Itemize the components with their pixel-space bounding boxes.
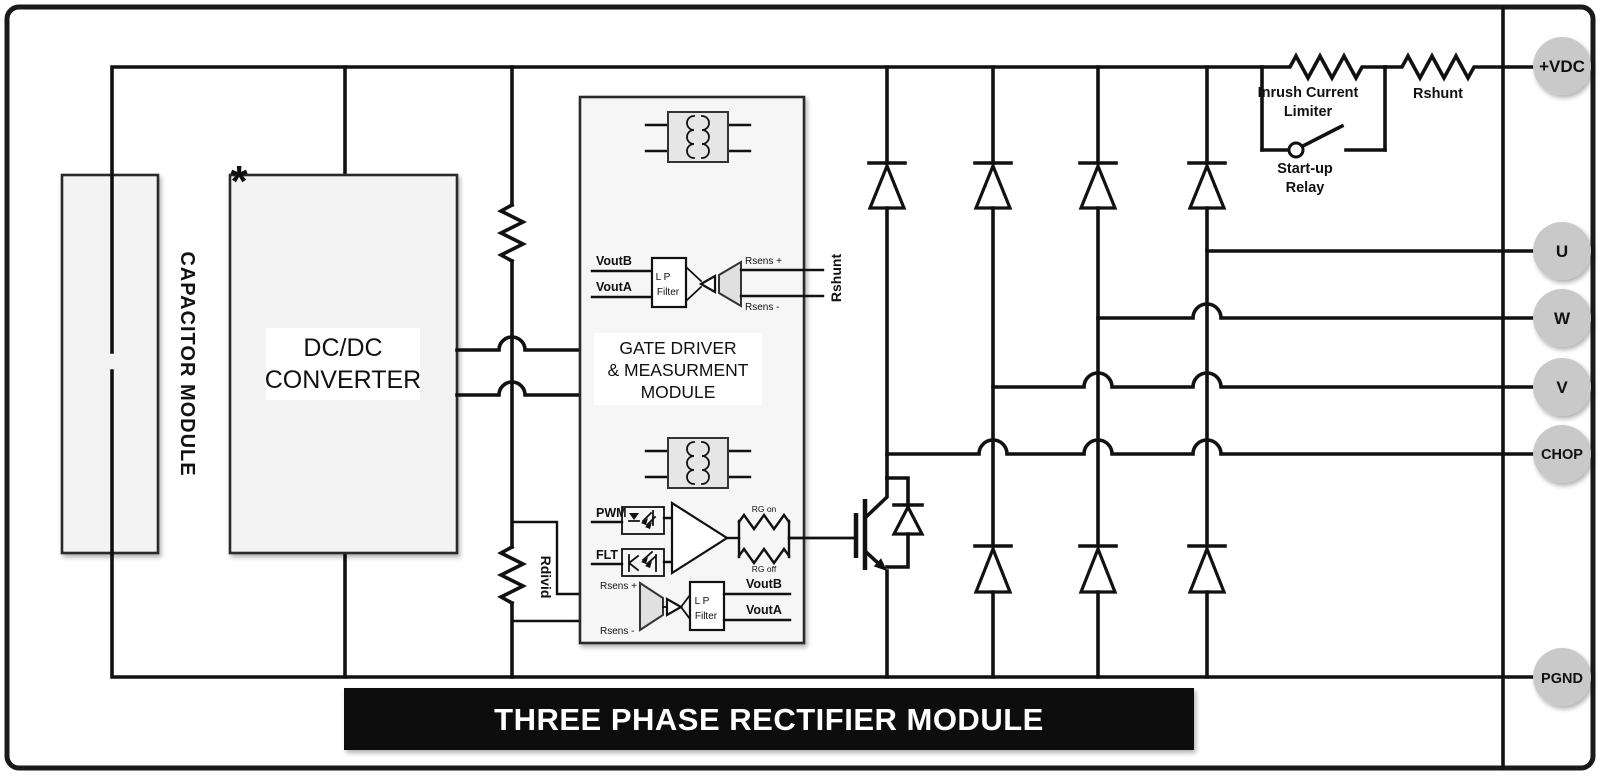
transformer-icon-top <box>644 111 752 163</box>
driver-amp-icon <box>670 500 730 576</box>
startup-relay-label-line2: Relay <box>1286 180 1325 196</box>
chop-line <box>885 438 1537 456</box>
terminal-vdc: +VDC <box>1533 37 1591 95</box>
rshunt-label: Rshunt <box>1413 86 1463 102</box>
buffer-triangle-icon <box>698 274 717 294</box>
rectifier-column-4 <box>1187 65 1227 679</box>
resistor-inrush <box>1260 52 1387 82</box>
rdivid-label: Rdivid <box>538 556 554 599</box>
terminal-pgnd: PGND <box>1533 648 1591 706</box>
module-title-bg <box>594 333 762 405</box>
module-title-line1: GATE DRIVER <box>619 338 736 358</box>
rsens-plus-top-label: Rsens + <box>745 256 782 267</box>
relay-lever <box>1300 123 1345 149</box>
terminal-vdc-label: +VDC <box>1539 57 1585 76</box>
inrush-limiter-circuit <box>1260 52 1537 159</box>
module-title-line3: MODULE <box>641 382 716 402</box>
phase-lines <box>885 249 1537 456</box>
resistor-rg-on <box>737 512 791 532</box>
resistor-top <box>496 202 528 264</box>
terminal-w-label: W <box>1554 309 1571 328</box>
sense-amp-icon <box>718 260 742 308</box>
buffer-triangle-icon-bottom <box>665 597 684 617</box>
module-title-line2: & MEASURMENT <box>608 360 749 380</box>
rsens-plus-bottom-label: Rsens + <box>600 581 637 592</box>
pwm-label: PWM <box>596 506 627 520</box>
startup-relay-label-line1: Start-up <box>1277 161 1333 177</box>
voutb-bottom-label: VoutB <box>746 577 782 591</box>
rectifier-column-1 <box>867 65 907 480</box>
transformer-icon-bottom <box>644 437 752 489</box>
terminal-pgnd-label: PGND <box>1541 671 1583 687</box>
vouta-bottom-label: VoutA <box>746 603 782 617</box>
rectifier-column-2 <box>973 65 1013 679</box>
terminal-chop-label: CHOP <box>1541 447 1583 463</box>
rg-on-label: RG on <box>752 504 777 514</box>
dcdc-output-wire-2 <box>455 380 582 397</box>
terminals: +VDC U W V CHOP PGND <box>1533 37 1591 706</box>
capacitor-module-box <box>60 173 160 555</box>
rsens-minus-bottom-label: Rsens - <box>600 626 634 637</box>
emitter-arrow <box>873 558 887 571</box>
w-line <box>1096 302 1537 320</box>
terminal-u-label: U <box>1556 242 1568 261</box>
dcdc-label-line2: CONVERTER <box>265 366 422 394</box>
lp-filter-bottom-line1: L P <box>695 596 710 607</box>
asterisk-annotation: * <box>230 157 248 206</box>
optocoupler-icon-pwm <box>621 506 665 535</box>
lp-filter-bottom-line2: Filter <box>695 611 718 622</box>
inrush-limiter-label-line1: Inrush Current <box>1258 85 1359 101</box>
terminal-v: V <box>1533 358 1591 416</box>
flt-label: FLT <box>596 548 618 562</box>
dcdc-output-wire-1 <box>455 335 582 352</box>
rectifier-column-3 <box>1078 65 1118 679</box>
igbt-symbol <box>787 476 925 679</box>
dcdc-label-bg <box>266 328 420 400</box>
resistor-rg-off <box>737 546 791 566</box>
resistor-rshunt <box>1383 52 1537 82</box>
terminal-v-label: V <box>1556 378 1568 397</box>
measurement-chain-top <box>590 256 825 309</box>
rg-off-label: RG off <box>752 564 777 574</box>
terminal-u: U <box>1533 222 1591 280</box>
capacitor-module-label: CAPACITOR MODULE <box>176 251 198 476</box>
lp-filter-top-line1: L P <box>656 272 671 283</box>
vouta-top-label: VoutA <box>596 280 632 294</box>
measurement-chain-bottom <box>639 580 792 632</box>
title-bar <box>344 688 1194 750</box>
rshunt-sense-label: Rshunt <box>828 254 844 303</box>
rsens-minus-top-label: Rsens - <box>745 302 779 313</box>
title-bar-label: THREE PHASE RECTIFIER MODULE <box>494 702 1044 737</box>
voutb-top-label: VoutB <box>596 254 632 268</box>
dcdc-label-line1: DC/DC <box>303 334 382 362</box>
sense-amp-icon-bottom <box>639 581 664 632</box>
terminal-chop: CHOP <box>1533 425 1591 483</box>
inrush-limiter-label-line2: Limiter <box>1284 104 1333 120</box>
relay-contact-icon <box>1287 141 1305 159</box>
v-line <box>991 371 1537 389</box>
lp-filter-top-line2: Filter <box>657 287 680 298</box>
resistor-rdivid <box>496 544 528 606</box>
terminal-w: W <box>1533 289 1591 347</box>
